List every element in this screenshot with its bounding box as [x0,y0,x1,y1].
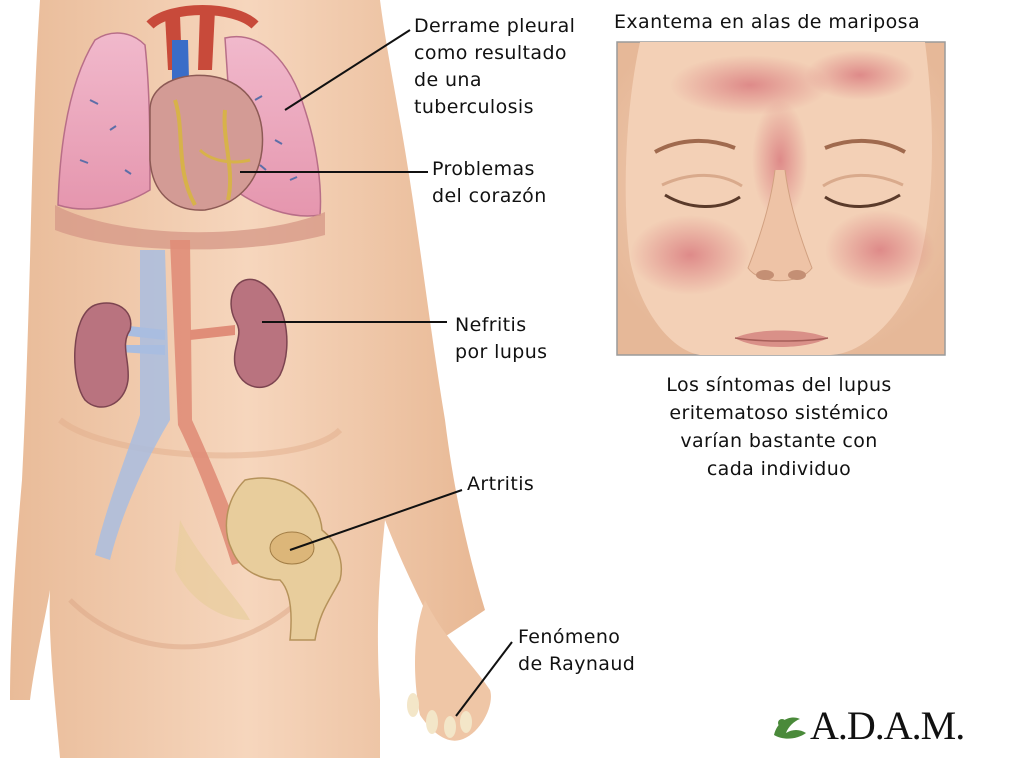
rash-right-cheek [825,210,935,290]
leaf-icon [774,717,806,739]
rash-nose-bridge [752,100,808,220]
logo-text: A.D.A.M. [810,703,965,748]
lips [735,330,828,347]
label-pleural-effusion: Derrame pleural como resultado de una tu… [414,15,576,118]
face-inset [616,41,946,356]
face-caption: Los síntomas del lupus eritematoso sisté… [666,374,892,480]
label-raynaud: Fenómeno de Raynaud [518,626,636,675]
right-eye [824,193,901,208]
face-title: Exantema en alas de mariposa [614,11,920,33]
label-heart-problems: Problemas del corazón [432,158,547,207]
abdominal-vessels [95,240,250,565]
label-lupus-nephritis: Nefritis por lupus [455,314,548,363]
heart [146,5,264,211]
leader-line-arthritis [289,489,463,551]
leader-line-pleural [284,29,411,111]
label-arthritis: Artritis [467,473,535,495]
hip-joint [175,477,342,641]
adam-logo: A.D.A.M. [770,703,965,748]
leader-line-raynaud [455,641,513,717]
leader-lines [240,29,513,717]
left-eye [664,193,741,208]
rash-left-cheek [630,215,750,295]
kidneys [74,278,288,408]
rash-forehead [670,55,830,115]
